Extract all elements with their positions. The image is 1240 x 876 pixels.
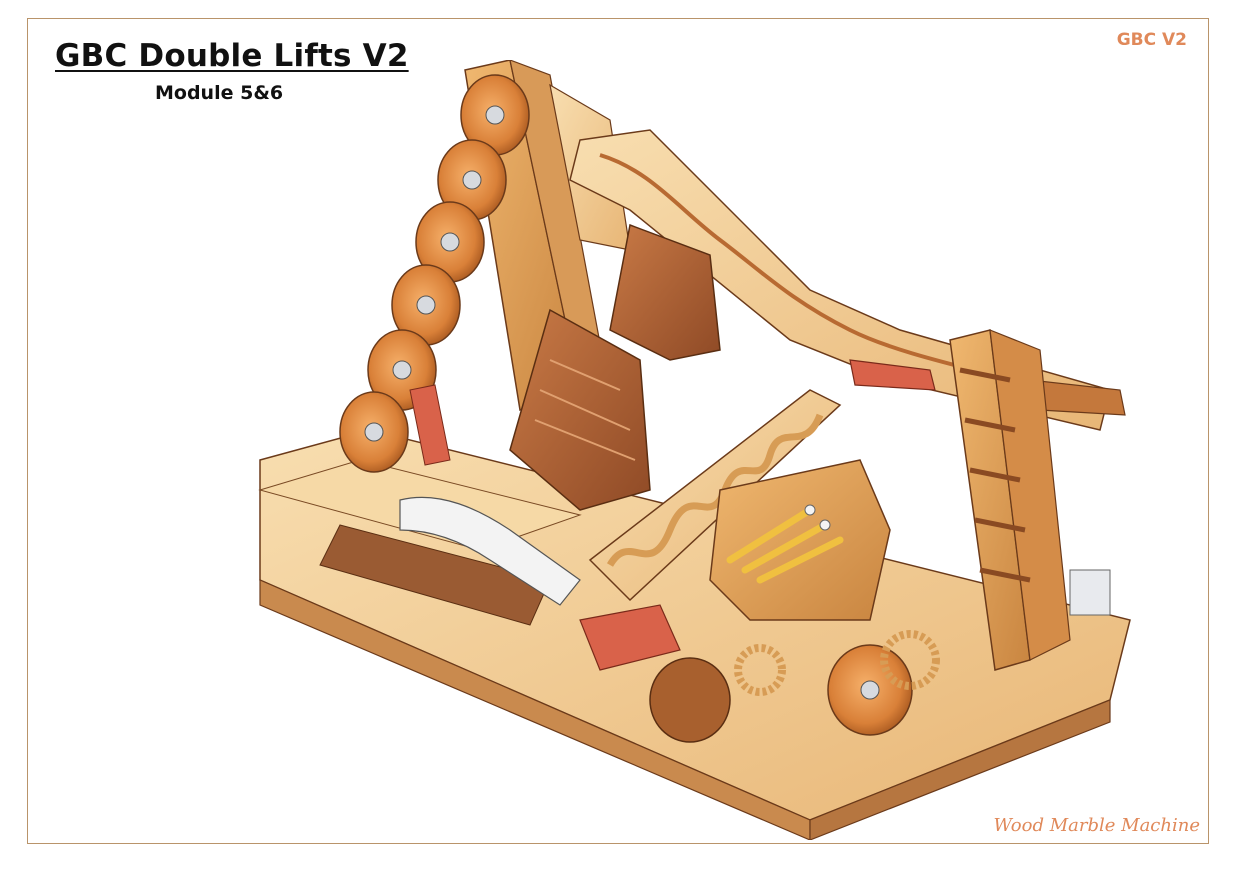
lift-wheel: [339, 391, 409, 473]
lift-wheel: [415, 201, 485, 283]
drawing-title: GBC Double Lifts V2: [55, 38, 409, 74]
red-accent-parts: [409, 359, 936, 671]
white-lifter-arm: [399, 496, 581, 606]
lift-wheels: [339, 74, 530, 473]
drawing-subtitle: Module 5&6: [155, 82, 284, 104]
bottom-gears: [649, 630, 940, 743]
footer-tag: Wood Marble Machine: [993, 815, 1200, 836]
drawing-sheet-frame: [27, 18, 1209, 844]
lift-wheel: [391, 264, 461, 346]
corner-tag: GBC V2: [1116, 30, 1187, 50]
tilted-panels: [509, 223, 721, 511]
center-mechanism: [709, 459, 891, 621]
right-lift-column: [949, 329, 1111, 671]
marble-machine-illustration: [258, 60, 1131, 840]
